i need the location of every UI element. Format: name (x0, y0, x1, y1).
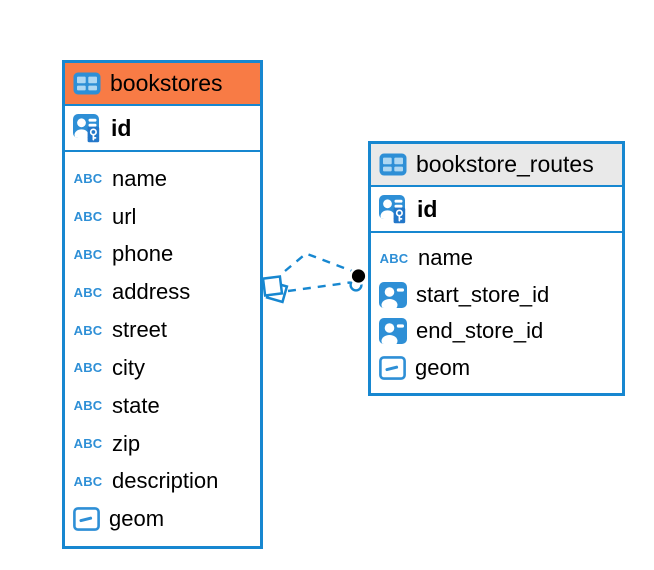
geometry-type-icon (73, 507, 100, 532)
text-type-icon: ABC (73, 209, 103, 225)
relationship-source-marker[interactable] (261, 275, 289, 304)
table-title: bookstore_routes (416, 151, 594, 177)
table-header-bookstore-routes[interactable]: bookstore_routes (371, 144, 622, 187)
text-type-icon: ABC (73, 284, 103, 300)
field-list-bookstores: ABC name ABC url ABC phone ABC address A… (65, 152, 260, 546)
relationship-line-1[interactable] (284, 252, 353, 273)
field-row-phone[interactable]: ABC phone (65, 241, 260, 267)
relationship-lines[interactable] (284, 252, 353, 293)
text-type-icon: ABC (379, 250, 409, 266)
field-label: state (112, 392, 160, 418)
text-type-icon: ABC (73, 246, 103, 262)
field-row-zip[interactable]: ABC zip (65, 431, 260, 457)
primary-key-icon (379, 194, 408, 224)
table-icon (73, 72, 101, 95)
table-title: bookstores (110, 70, 223, 96)
relationship-line-2[interactable] (287, 281, 351, 293)
field-row-street[interactable]: ABC street (65, 317, 260, 343)
field-row-name[interactable]: ABC name (65, 166, 260, 192)
text-type-icon: ABC (73, 398, 103, 414)
primary-key-icon (73, 113, 102, 143)
text-type-icon: ABC (73, 360, 103, 376)
field-label: address (112, 279, 191, 305)
pk-field-label: id (111, 114, 132, 141)
foreign-key-icon (379, 318, 407, 345)
field-row-state[interactable]: ABC state (65, 393, 260, 419)
text-type-icon: ABC (73, 322, 103, 338)
field-label: end_store_id (416, 318, 544, 344)
field-row-description[interactable]: ABC description (65, 468, 260, 494)
field-row-geom[interactable]: geom (371, 355, 622, 381)
pk-row-routes-id[interactable]: id (371, 187, 622, 233)
field-label: zip (112, 430, 141, 456)
field-label: city (112, 354, 145, 380)
text-type-icon: ABC (73, 473, 103, 489)
field-label: phone (112, 241, 174, 267)
field-label: street (112, 317, 168, 343)
pk-field-label: id (417, 195, 438, 222)
field-row-url[interactable]: ABC url (65, 204, 260, 230)
field-label: geom (415, 354, 471, 380)
field-label: url (112, 203, 137, 229)
field-label: geom (109, 506, 165, 532)
field-row-address[interactable]: ABC address (65, 279, 260, 305)
field-row-name[interactable]: ABC name (371, 245, 622, 271)
field-row-city[interactable]: ABC city (65, 355, 260, 381)
table-bookstore-routes[interactable]: bookstore_routes id ABC name (368, 141, 625, 396)
field-row-end-store-id[interactable]: end_store_id (371, 318, 622, 345)
field-label: name (418, 245, 474, 271)
table-bookstores[interactable]: bookstores id ABC name (62, 60, 263, 549)
geometry-type-icon (379, 355, 406, 380)
pk-row-bookstores-id[interactable]: id (65, 106, 260, 152)
field-row-geom[interactable]: geom (65, 506, 260, 532)
text-type-icon: ABC (73, 436, 103, 451)
relationship-target-marker[interactable] (349, 267, 368, 292)
field-label: start_store_id (416, 281, 550, 307)
field-label: description (112, 468, 219, 494)
table-icon (379, 153, 407, 176)
field-row-start-store-id[interactable]: start_store_id (371, 281, 622, 308)
table-header-bookstores[interactable]: bookstores (65, 63, 260, 106)
text-type-icon: ABC (73, 171, 103, 187)
foreign-key-icon (379, 281, 407, 308)
field-list-routes: ABC name start_store_id (371, 233, 622, 393)
field-label: name (112, 165, 168, 191)
